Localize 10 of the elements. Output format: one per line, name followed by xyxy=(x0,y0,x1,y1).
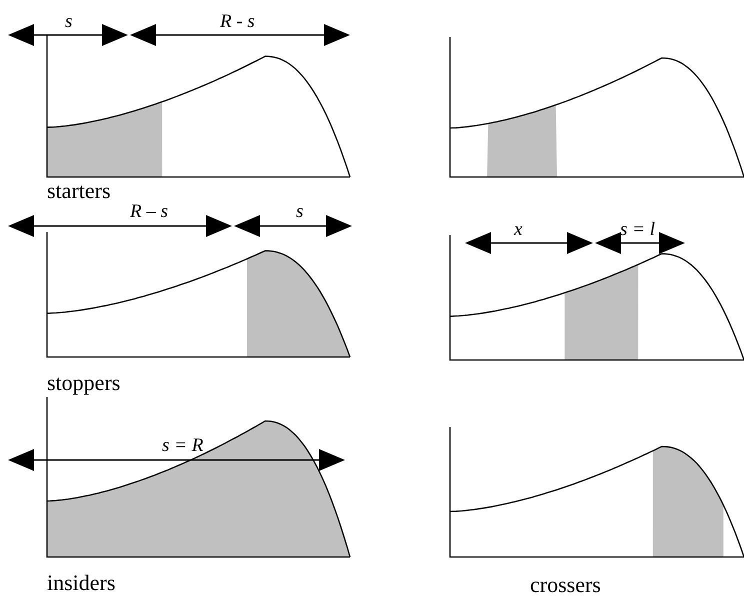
dimension-label: s = R xyxy=(162,436,204,455)
dimension-label: R - s xyxy=(220,12,255,31)
dimension-label: s xyxy=(296,202,304,221)
dimension-label: R – s xyxy=(130,202,168,221)
dimension-label: s xyxy=(65,12,72,31)
category-label: insiders xyxy=(47,572,116,594)
category-label: starters xyxy=(47,180,111,202)
category-label: crossers xyxy=(530,574,601,596)
category-label: stoppers xyxy=(47,372,120,394)
dimension-label: x xyxy=(514,220,522,239)
